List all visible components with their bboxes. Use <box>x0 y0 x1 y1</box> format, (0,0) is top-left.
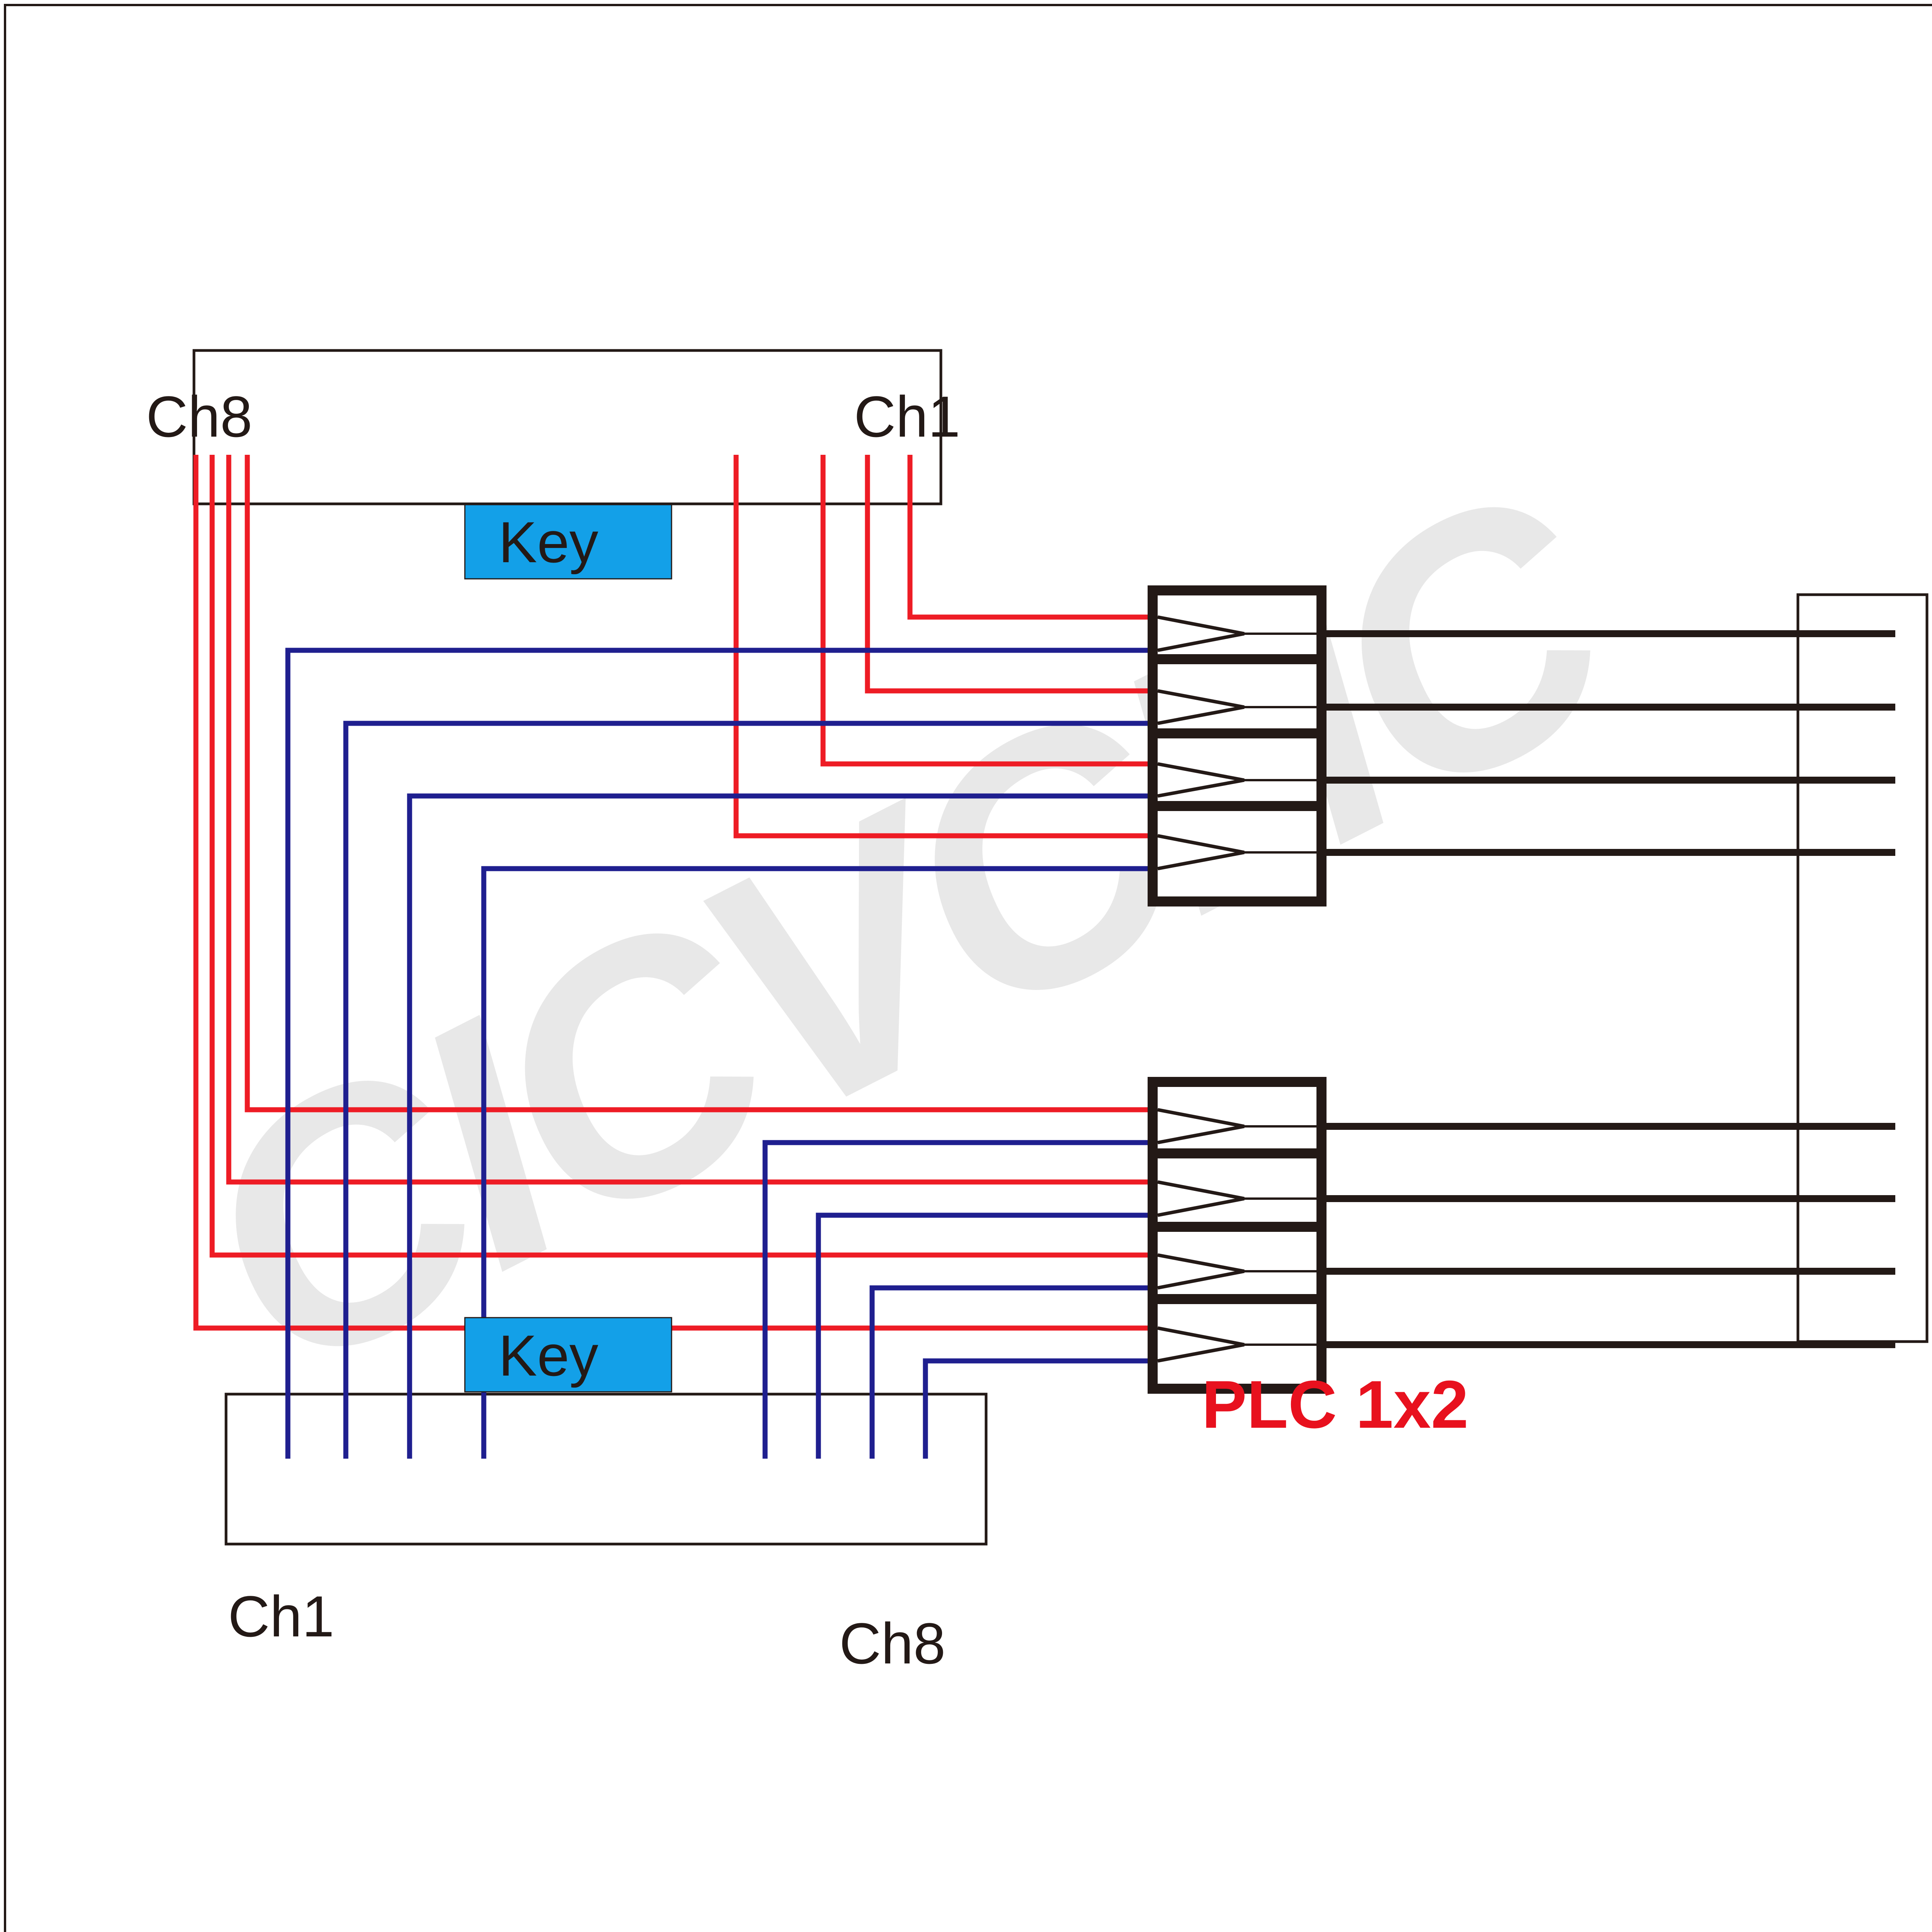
plc-device-label: PLC 1x2 <box>1202 1367 1469 1442</box>
key-badge-background <box>464 1317 672 1393</box>
splitter-trace-lower <box>1157 1343 1245 1363</box>
red-fiber-7[interactable] <box>209 455 1153 1258</box>
top-cassette-box[interactable] <box>192 349 942 505</box>
red-fiber-2[interactable] <box>865 455 1153 694</box>
splitter-trace-lower <box>1157 1197 1245 1217</box>
red-fiber-5[interactable] <box>245 455 1153 1112</box>
key-badge-background <box>464 504 672 580</box>
splitter-trace-lower <box>1157 632 1245 652</box>
splitter-trace-lower <box>1157 850 1245 871</box>
blue-fiber-5[interactable] <box>762 1140 1153 1459</box>
key-badge-label: Key <box>498 1323 598 1388</box>
black-fiber-bundle <box>1321 630 1895 1348</box>
splitter-trace-lower <box>1157 778 1245 798</box>
splitter-module-8[interactable] <box>1148 1294 1327 1394</box>
page-border <box>4 4 1932 1932</box>
splitter-trace-upper <box>1157 1180 1245 1201</box>
top-cassette-left-label: Ch8 <box>146 384 252 449</box>
blue-fiber-1[interactable] <box>285 648 1153 1459</box>
bottom-cassette-box[interactable] <box>224 1393 988 1546</box>
splitter-trace-upper <box>1157 1253 1245 1273</box>
splitter-trace-lower <box>1157 1269 1245 1290</box>
blue-fiber-4[interactable] <box>481 866 1153 1459</box>
blue-fiber-3[interactable] <box>407 793 1153 1459</box>
red-fiber-6[interactable] <box>226 455 1153 1185</box>
right-cassette-bottom-label: Ch8 <box>1927 1196 1932 1302</box>
splitter-trace-upper <box>1157 762 1245 782</box>
blue-fiber-6[interactable] <box>816 1213 1153 1459</box>
splitter-trace-upper <box>1157 689 1245 709</box>
red-fiber-1[interactable] <box>907 455 1153 620</box>
right-cassette-top-label: Ch1 <box>1927 568 1932 674</box>
bottom-cassette-left-label: Ch1 <box>228 1584 334 1649</box>
splitter-module-4[interactable] <box>1148 801 1327 906</box>
blue-fiber-7[interactable] <box>869 1285 1153 1459</box>
splitter-trace-upper <box>1157 615 1245 636</box>
top-cassette-key-badge[interactable]: Key <box>464 504 672 580</box>
bottom-cassette-key-badge[interactable]: Key <box>464 1317 672 1393</box>
red-fiber-4[interactable] <box>733 455 1153 838</box>
red-fiber-bundle <box>193 455 1153 1331</box>
splitter-trace-upper <box>1157 834 1245 854</box>
top-cassette-right-label: Ch1 <box>854 384 960 449</box>
red-fiber-8[interactable] <box>193 455 1153 1331</box>
blue-fiber-bundle <box>285 648 1153 1459</box>
bottom-cassette-right-label: Ch8 <box>839 1611 946 1676</box>
splitter-trace-upper <box>1157 1108 1245 1128</box>
splitter-trace-lower <box>1157 1124 1245 1145</box>
blue-fiber-2[interactable] <box>343 721 1153 1459</box>
key-badge-label: Key <box>498 510 598 575</box>
blue-fiber-8[interactable] <box>923 1358 1153 1459</box>
splitter-trace-upper <box>1157 1326 1245 1347</box>
splitter-trace-lower <box>1157 705 1245 725</box>
red-fiber-3[interactable] <box>820 455 1153 767</box>
